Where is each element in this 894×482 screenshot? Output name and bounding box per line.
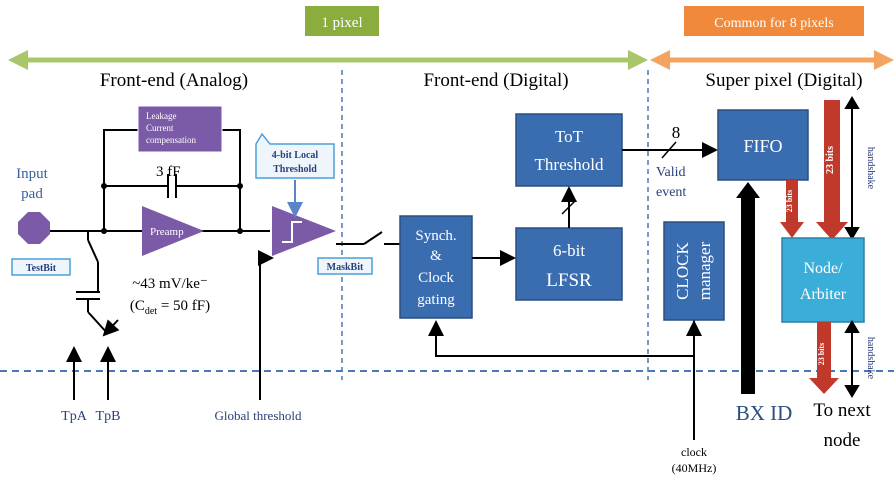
bits-23-label-a: 23 bits xyxy=(785,190,794,212)
testbit-tag xyxy=(11,258,71,276)
cdet-label: (Cdet = 50 fF) xyxy=(130,298,210,317)
to-next-label-2: node xyxy=(824,430,861,451)
preamp-label: Preamp xyxy=(150,226,184,238)
global-threshold-label: Global threshold xyxy=(214,408,302,423)
one-pixel-banner xyxy=(305,6,379,36)
fifo-label: FIFO xyxy=(743,136,782,156)
section-analog: Front-end (Analog) xyxy=(100,70,248,91)
tot-label-1: ToT xyxy=(555,127,584,146)
synch-label-1: Synch. xyxy=(415,228,456,244)
clock-manager-box xyxy=(663,221,725,321)
clock-label-2: (40MHz) xyxy=(672,461,717,475)
discriminator-triangle xyxy=(272,206,336,256)
clock-gated-wire xyxy=(428,320,695,357)
input-pad-label-1: Input xyxy=(16,166,48,182)
input-pad-icon xyxy=(18,212,50,244)
synch-label-4: gating xyxy=(417,292,455,308)
gain-label: ~43 mV/ke⁻ xyxy=(132,276,208,292)
clock-label-1: clock xyxy=(681,445,707,459)
fifo-box xyxy=(717,109,809,181)
preamp-triangle xyxy=(142,206,204,256)
red-bus-fifo-node xyxy=(780,180,804,238)
synch-label-3: Clock xyxy=(418,270,454,286)
maskbit-switch xyxy=(363,231,383,245)
synch-label-2: & xyxy=(430,248,442,264)
testbit-label: TestBit xyxy=(26,263,57,274)
maskbit-label: MaskBit xyxy=(327,262,364,273)
bus-width-8: 8 xyxy=(672,123,681,142)
local-threshold-label-1: 4-bit Local xyxy=(272,150,319,161)
leakage-label-3: compensation xyxy=(146,135,196,145)
handshake-label-1: handshake xyxy=(865,147,876,190)
common-span-arrow xyxy=(650,50,894,70)
synch-clock-gating-box xyxy=(399,215,473,319)
lfsr-label-1: 6-bit xyxy=(553,241,585,260)
leakage-label-1: Leakage xyxy=(146,111,176,121)
node-arbiter-box xyxy=(781,237,865,323)
node-label-2: Arbiter xyxy=(800,286,847,303)
bits-23-label-c: 23 bits xyxy=(817,343,826,365)
red-bus-output xyxy=(809,322,839,394)
valid-event-label-1: Valid xyxy=(656,165,686,180)
local-threshold-label-2: Threshold xyxy=(273,164,317,175)
common-label: Common for 8 pixels xyxy=(714,16,833,31)
leakage-label-2: Current xyxy=(146,123,174,133)
handshake-label-2: handshake xyxy=(865,337,876,380)
clock-manager-label-2: manager xyxy=(695,241,714,300)
feedback-network xyxy=(103,129,241,231)
leakage-compensation-box xyxy=(137,105,223,153)
tpb-label: TpB xyxy=(96,409,121,424)
tot-label-2: Threshold xyxy=(535,155,604,174)
red-bus-input xyxy=(816,100,848,240)
tpa-label: TpA xyxy=(61,409,88,424)
valid-event-label-2: event xyxy=(656,185,686,200)
testbit-switch xyxy=(76,231,109,335)
tot-threshold-box xyxy=(515,113,623,187)
global-threshold-wire xyxy=(258,250,274,400)
local-threshold-tag xyxy=(255,132,335,179)
bx-id-bus xyxy=(736,182,760,394)
lfsr-box xyxy=(515,227,623,301)
lfsr-label-2: LFSR xyxy=(546,270,592,291)
section-digital: Front-end (Digital) xyxy=(423,70,568,91)
node-label-1: Node/ xyxy=(803,260,843,277)
common-banner xyxy=(684,6,864,36)
one-pixel-label: 1 pixel xyxy=(321,15,362,31)
handshake-arrow-top xyxy=(844,96,860,240)
bits-23-label-b: 23 bits xyxy=(825,146,836,174)
maskbit-tag xyxy=(317,257,373,275)
one-pixel-span-arrow xyxy=(8,50,648,70)
section-super: Super pixel (Digital) xyxy=(705,70,862,91)
handshake-arrow-bottom xyxy=(844,320,860,398)
clock-manager-label-1: CLOCK xyxy=(673,241,692,299)
input-pad-label-2: pad xyxy=(21,186,43,202)
capacitor-3ff-label: 3 fF xyxy=(156,164,181,180)
bx-id-label: BX ID xyxy=(736,401,793,425)
to-next-label-1: To next xyxy=(813,400,871,421)
bits-9-label: 9 bits xyxy=(757,268,771,296)
